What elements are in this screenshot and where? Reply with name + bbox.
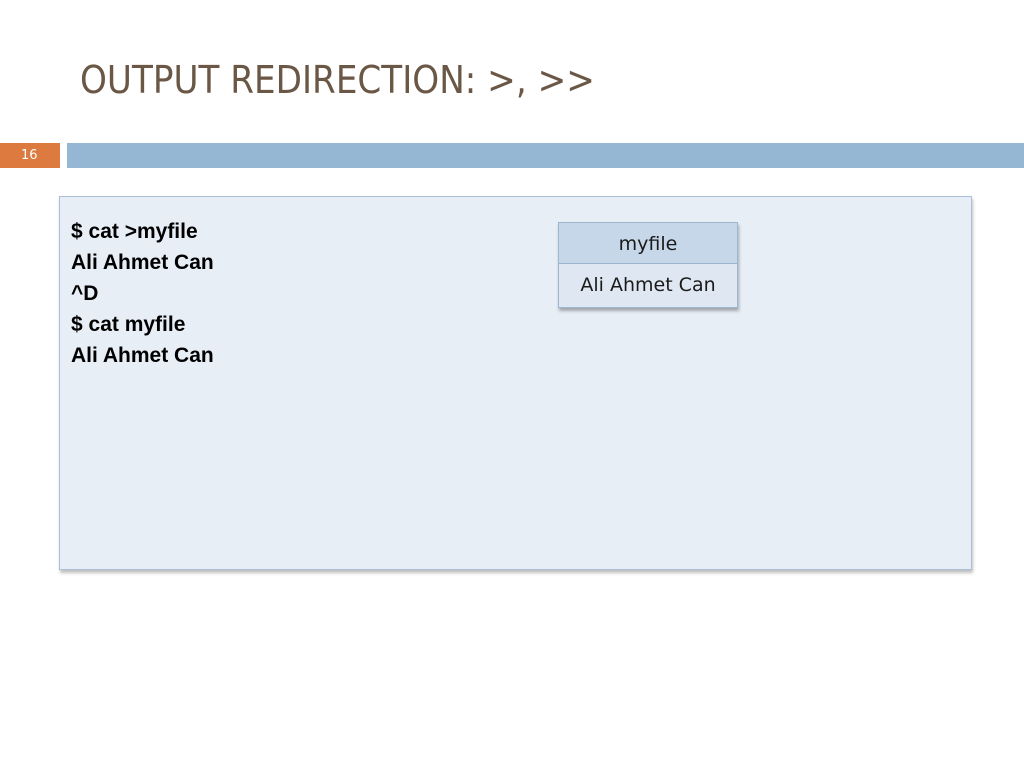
terminal-line: $ cat myfile [71,313,186,336]
terminal-line: Ali Ahmet Can [71,344,214,367]
terminal-lines: $ cat >myfile Ali Ahmet Can ^D $ cat myf… [71,216,214,371]
terminal-line: ^D [71,282,99,305]
file-name: myfile [558,222,738,264]
file-box: myfile Ali Ahmet Can [558,222,738,308]
slide-number: 16 [0,143,60,168]
file-content: Ali Ahmet Can [558,264,738,308]
terminal-line: Ali Ahmet Can [71,251,214,274]
slide-title: OUTPUT REDIRECTION: >, >> [80,58,595,102]
terminal-panel: $ cat >myfile Ali Ahmet Can ^D $ cat myf… [59,196,972,570]
header-bar [67,143,1024,168]
terminal-line: $ cat >myfile [71,220,198,243]
